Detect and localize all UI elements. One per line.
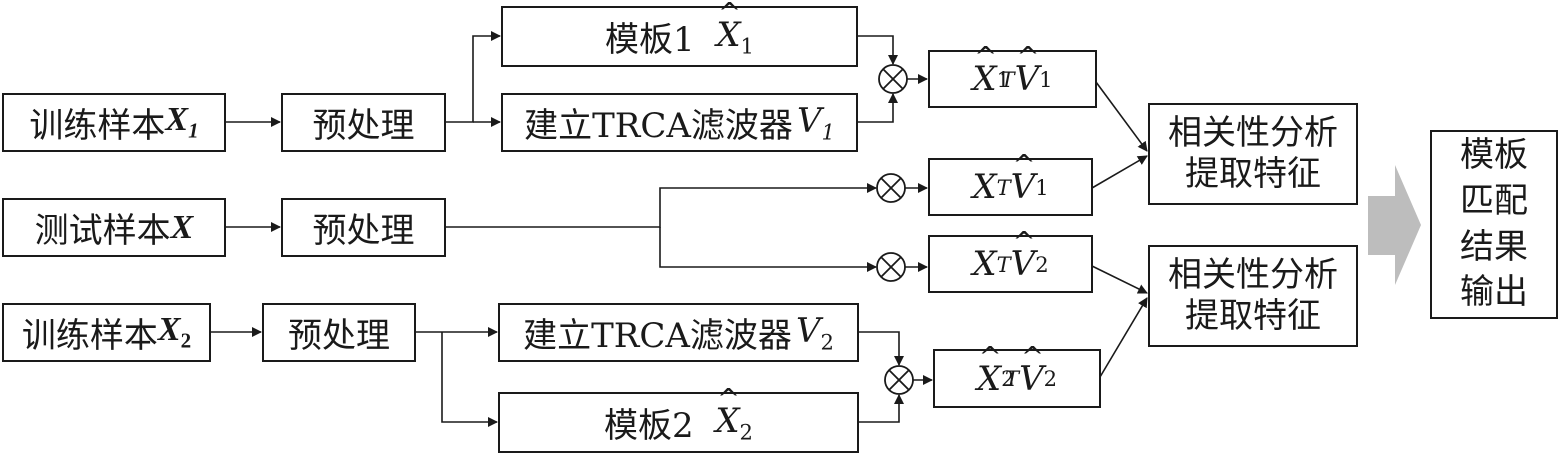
template-2-box: 模板2 X2 [498, 392, 859, 453]
correlation-1-line2: 提取特征 [1185, 154, 1321, 194]
multiply-node-test-2 [876, 252, 906, 282]
product-box-2: X2TV2 [933, 349, 1101, 408]
trca-filter-2-var: V2 [795, 310, 834, 355]
output-line-2: 匹配 [1460, 180, 1528, 221]
train-sample-2-label: 训练样本 [21, 316, 158, 356]
arrow-filter2-to-multiply [858, 331, 904, 366]
arrow-preprocess-test-to-multiply-a [445, 183, 877, 228]
arrow-product1-to-corr1 [1095, 81, 1148, 152]
trca-filter-1-label: 建立TRCA滤波器 [524, 106, 793, 146]
arrow-preprocess1-to-template1 [445, 31, 501, 123]
preprocess-box-2: 预处理 [262, 303, 416, 362]
template-2-var: X2 [715, 401, 753, 444]
test-sample-label: 测试样本 [34, 211, 171, 251]
train-sample-1-var: X1 [165, 101, 199, 143]
arrow-template2-to-multiply [858, 394, 904, 423]
preprocess-label-1: 预处理 [312, 106, 415, 146]
preprocess-label-2: 预处理 [288, 316, 390, 356]
trca-filter-1-var: V1 [796, 100, 835, 145]
multiply-node-1 [878, 64, 908, 94]
template-1-box: 模板1 X1 [501, 6, 858, 67]
arrow-template1-to-multiply [857, 35, 898, 65]
correlation-1-line1: 相关性分析 [1168, 113, 1338, 154]
big-arrow-icon [1368, 165, 1421, 285]
correlation-2-line2: 提取特征 [1185, 296, 1321, 336]
preprocess-box-test: 预处理 [281, 198, 446, 257]
arrow-filter1-to-multiply [857, 93, 898, 123]
arrow-xtv1-to-corr1 [1091, 155, 1148, 189]
template-1-label: 模板1 [605, 20, 695, 60]
output-box: 模板 匹配 结果 输出 [1430, 130, 1558, 319]
correlation-2-line1: 相关性分析 [1168, 255, 1338, 296]
train-sample-2-var: X2 [157, 311, 192, 353]
arrow-preprocess2-to-template2 [441, 332, 498, 427]
multiply-node-2 [884, 365, 914, 395]
output-line-4: 输出 [1460, 272, 1528, 313]
correlation-box-1: 相关性分析 提取特征 [1148, 103, 1358, 205]
template-1-var: X1 [716, 15, 754, 58]
test-product-box-2: XTV2 [928, 235, 1093, 293]
output-line-3: 结果 [1460, 226, 1528, 267]
arrow-preprocess-test-to-multiply-b [659, 227, 877, 272]
test-product-box-1: XTV1 [928, 158, 1093, 216]
output-line-1: 模板 [1460, 134, 1528, 175]
preprocess-box-1: 预处理 [281, 93, 446, 152]
correlation-box-2: 相关性分析 提取特征 [1148, 245, 1358, 347]
arrow-xtv2-to-corr2 [1091, 265, 1148, 294]
arrow-product2-to-corr2 [1099, 297, 1148, 378]
test-sample-var: X [170, 208, 194, 246]
template-2-label: 模板2 [604, 406, 694, 446]
product-box-1: X1TV1 [928, 50, 1097, 108]
multiply-node-test-1 [876, 173, 906, 203]
preprocess-label-test: 预处理 [312, 211, 415, 251]
train-sample-1-label: 训练样本 [29, 106, 166, 146]
trca-filter-2-label: 建立TRCA滤波器 [523, 316, 792, 356]
